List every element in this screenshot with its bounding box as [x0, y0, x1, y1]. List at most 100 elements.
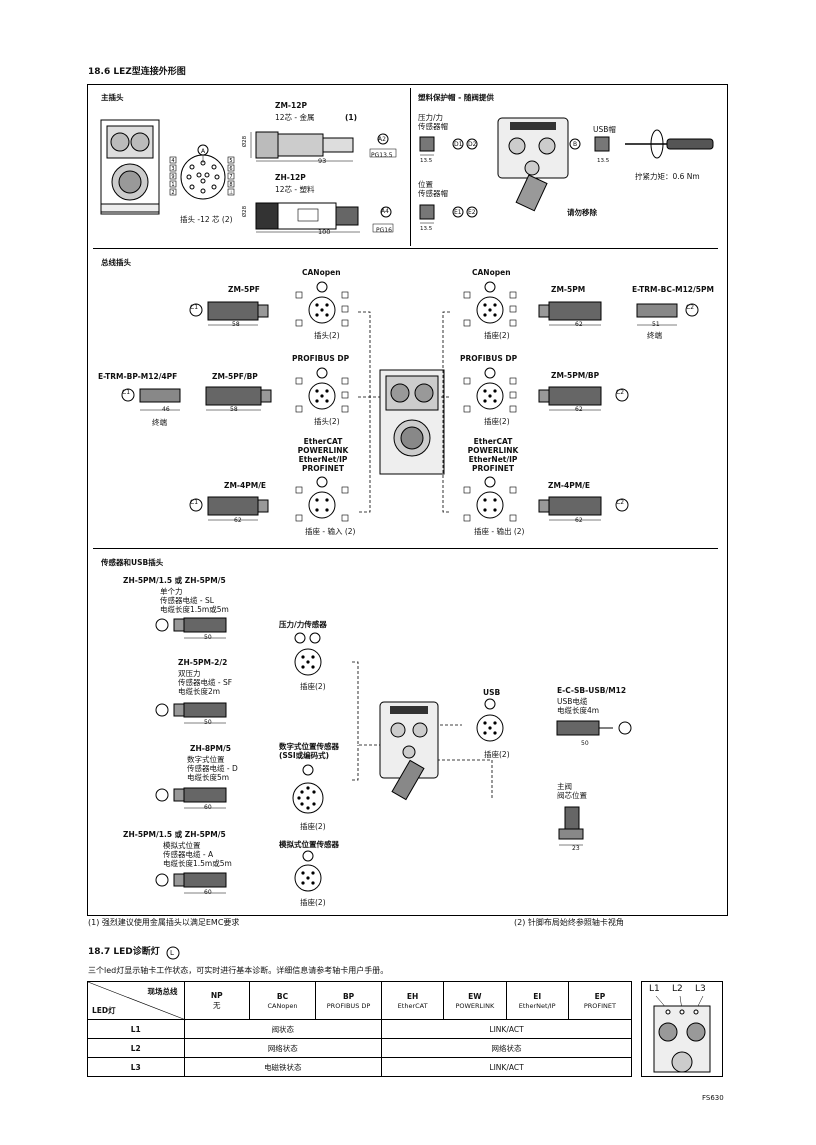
corner-top-label: 现场总线 [147, 987, 178, 996]
svg-text:2: 2 [171, 190, 174, 196]
usb-cap-label: USB帽 [593, 125, 616, 134]
zm12p-name: ZM-12P [275, 101, 307, 110]
tag-c2-a: C2 [686, 304, 695, 311]
zh5pm15-a-label: ZH-5PM/1.5 或 ZH-5PM/5 [123, 576, 226, 585]
canopen-right: CANopen [472, 268, 511, 277]
pressure-cap-drawing [419, 136, 478, 156]
m12-pinout-c1-2 [295, 367, 349, 413]
zm5pfbp-dim: 58 [230, 406, 238, 413]
zm5pf-connector [189, 301, 269, 326]
m12-pinout-c2-3 [463, 476, 517, 522]
svg-text:6: 6 [229, 166, 232, 172]
svg-text:1: 1 [171, 182, 174, 188]
zm5pm-label: ZM-5PM [551, 285, 586, 294]
zh12p-desc: 12芯 - 塑料 [275, 185, 315, 194]
cap-len-usb: 13.5 [597, 158, 610, 164]
zm12p-note: (1) [345, 113, 358, 122]
zh5pm15-b-desc: 模拟式位置 传感器电缆 - A 电缆长度1.5m或5m [163, 841, 232, 868]
tag-a2: A2 [378, 136, 386, 143]
row-right-value: LINK/ACT [381, 1057, 632, 1077]
tag-e1: E1 [454, 209, 462, 216]
svg-text:5: 5 [229, 158, 232, 164]
tag-d2: D2 [468, 141, 477, 148]
digital-sensor-label: 数字式位置传感器 (SSI或编码式) [279, 742, 339, 760]
zm4pme-left-dim: 62 [234, 517, 242, 524]
svg-text:3: 3 [171, 166, 174, 172]
usb-label: USB [483, 688, 501, 697]
usb-cable-desc: USB电缆 电缆长度4m [557, 697, 600, 715]
divider [93, 248, 718, 249]
usb-pinout [476, 698, 504, 742]
main-valve-dim: 23 [572, 845, 580, 852]
screwdriver-icon [625, 129, 714, 159]
plug-12-label: 插头 -12 芯 (2) [180, 215, 233, 224]
zh12p-name: ZH-12P [275, 173, 306, 182]
sensor-connection-drawing [352, 661, 493, 801]
pressure-sensor-pinout [294, 632, 322, 676]
zm5pf-label: ZM-5PF [228, 285, 260, 294]
tag-c1-b: C1 [122, 389, 131, 396]
canopen-left: CANopen [302, 268, 341, 277]
plastic-cap-title: 塑料保护帽 - 随阀提供 [418, 93, 494, 102]
pressure-socket-label: 插座(2) [300, 682, 326, 691]
led-l2-label: L2 [672, 984, 683, 994]
row-led-label: L1 [87, 1019, 185, 1039]
table-row: L2 网络状态 网络状态 [87, 1038, 632, 1058]
tag-a4: A4 [381, 208, 389, 215]
zm4pme-left-label: ZM-4PM/E [224, 481, 267, 490]
svg-text:9: 9 [171, 174, 174, 180]
row-right-value: LINK/ACT [381, 1019, 632, 1039]
plug-label-2: 插头(2) [314, 417, 340, 426]
pressure-cap-label: 压力/力 传感器帽 [418, 113, 448, 131]
main-valve-label: 主阀 阀芯位置 [557, 782, 587, 800]
zm12p-dim: 93 [318, 157, 327, 165]
tag-c2-c: C2 [616, 499, 625, 506]
svg-text:4: 4 [171, 158, 174, 164]
terminal-label-right: 终端 [647, 331, 662, 340]
page-footer: FS630 [702, 1094, 724, 1102]
drawing-frame [87, 84, 728, 916]
valve-card-drawing [100, 119, 160, 215]
zm4pme-right-label: ZM-4PM/E [548, 481, 591, 490]
led-tag: L [170, 949, 174, 957]
row-led-label: L3 [87, 1057, 185, 1077]
tag-d1: D1 [454, 141, 463, 148]
zm5pfbp-label: ZM-5PF/BP [212, 372, 258, 381]
table-row: L1 阀状态 LINK/ACT [87, 1019, 632, 1039]
usb-cable-label: E-C-SB-USB/M12 [557, 686, 627, 695]
svg-text:7: 7 [229, 174, 232, 180]
zh5pm15-b-connector [155, 872, 227, 894]
zm5pf-dim: 58 [232, 321, 240, 328]
row-left-value: 网络状态 [183, 1038, 383, 1058]
divider [93, 548, 718, 549]
zh5pm15-a-connector [155, 617, 227, 639]
zm4pme-left-connector [189, 496, 269, 521]
cap-len-2: 13.5 [420, 226, 433, 232]
zm4pme-right-dim: 62 [575, 517, 583, 524]
note-1: (1) 强烈建议使用金属插头以满足EMC要求 [88, 918, 240, 927]
socket-in-label: 插座 - 输入 (2) [305, 527, 356, 536]
analog-socket-label: 插座(2) [300, 898, 326, 907]
m12-pinout-c2-1 [463, 281, 517, 327]
zm5pm-connector [538, 301, 699, 326]
m12-pinout-c1-1 [295, 281, 349, 327]
usb-cap-drawing [569, 136, 610, 152]
zm12p-desc: 12芯 - 金属 [275, 113, 315, 122]
zh5pm22-label: ZH-5PM-2/2 [178, 658, 228, 667]
socket-out-label: 插座 - 输出 (2) [474, 527, 525, 536]
profibus-right: PROFIBUS DP [460, 354, 518, 363]
zh5pm15-a-desc: 单个力 传感器电缆 - SL 电缆长度1.5m或5m [160, 587, 229, 614]
zh12p-plastic-drawing [255, 202, 394, 233]
zm12p-thread: PG13.5 [371, 152, 393, 159]
zh12p-dim: 100 [318, 228, 331, 236]
zm5pmbp-label: ZM-5PM/BP [551, 371, 600, 380]
row-left-value: 阀状态 [183, 1019, 383, 1039]
zh5pm15-b-label: ZH-5PM/1.5 或 ZH-5PM/5 [123, 830, 226, 839]
digital-sensor-pinout [292, 764, 324, 814]
zh5pm15-a-dim: 50 [204, 634, 212, 641]
bus-valve-card-drawing [379, 369, 445, 475]
